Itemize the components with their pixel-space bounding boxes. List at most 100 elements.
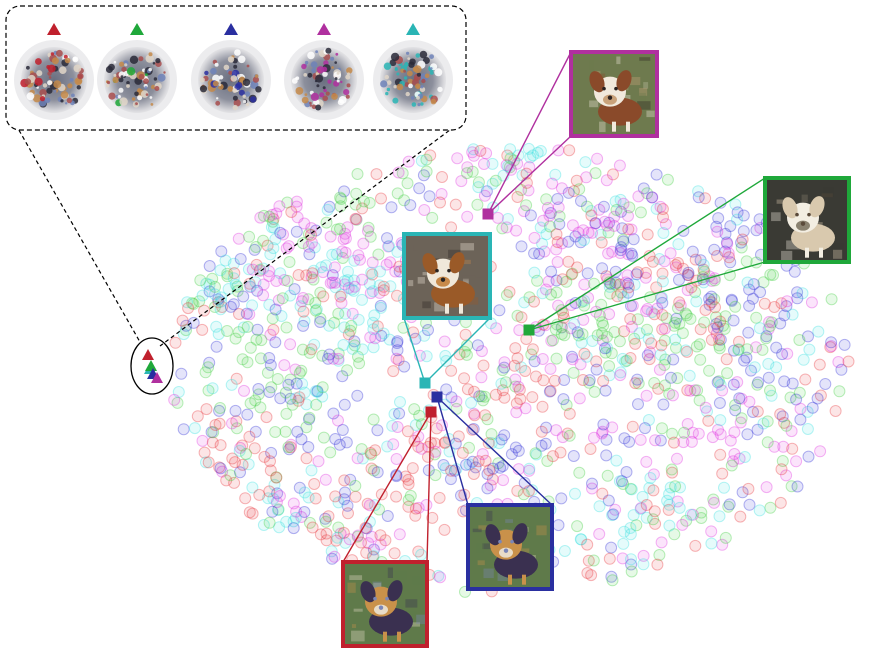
- embedding-point-red: [648, 505, 661, 518]
- embedding-point-magenta: [332, 414, 344, 427]
- sample-marker-cyan: [419, 377, 431, 389]
- embedding-point-magenta: [216, 465, 229, 478]
- embedding-point-blue: [750, 224, 763, 237]
- embedding-point-cyan: [522, 142, 535, 155]
- embedding-point-cyan: [770, 361, 783, 374]
- embedding-point-green: [396, 167, 409, 180]
- embedding-point-blue: [819, 378, 832, 390]
- embedding-point-green: [254, 352, 267, 365]
- embedding-point-red: [329, 490, 342, 503]
- embedding-point-blue: [323, 200, 336, 213]
- embedding-point-blue: [747, 406, 759, 418]
- embedding-point-cyan: [309, 385, 322, 398]
- embedding-point-green: [679, 307, 692, 320]
- embedding-point-blue: [776, 410, 789, 423]
- embedding-point-red: [236, 439, 249, 452]
- embedding-point-green: [658, 359, 671, 371]
- embedding-point-green: [334, 200, 347, 213]
- embedding-point-blue: [737, 225, 750, 238]
- embedding-point-green: [760, 332, 773, 345]
- embedding-point-green: [780, 419, 793, 432]
- embedding-point-red: [607, 168, 619, 181]
- embedding-point-cyan: [654, 348, 667, 361]
- papillon-dog-photo: [569, 50, 659, 138]
- embedding-point-cyan: [308, 338, 321, 351]
- embedding-point-green: [656, 422, 668, 435]
- embedding-point-blue: [175, 367, 188, 380]
- embedding-point-magenta: [234, 441, 247, 454]
- embedding-point-blue: [445, 391, 458, 404]
- embedding-point-magenta: [635, 502, 648, 514]
- embedding-point-red: [284, 441, 297, 454]
- embedding-point-green: [257, 209, 270, 222]
- embedding-point-blue: [788, 265, 801, 278]
- embedding-point-green: [224, 469, 237, 482]
- embedding-point-magenta: [659, 218, 672, 231]
- embedding-point-magenta: [478, 158, 490, 170]
- embedding-point-magenta: [232, 232, 245, 245]
- embedding-point-red: [243, 430, 256, 443]
- embedding-point-red: [334, 290, 347, 303]
- embedding-point-blue: [555, 492, 568, 505]
- embedding-point-red: [230, 415, 243, 428]
- embedding-point-blue: [551, 193, 564, 205]
- feature-visualization-cyan: [373, 40, 453, 120]
- embedding-point-blue: [618, 432, 631, 445]
- embedding-point-red: [191, 410, 204, 423]
- embedding-point-blue: [790, 393, 803, 406]
- embedding-point-red: [775, 297, 788, 310]
- embedding-point-magenta: [339, 232, 352, 245]
- embedding-point-red: [366, 268, 379, 281]
- embedding-point-red: [430, 422, 443, 435]
- embedding-point-red: [556, 273, 569, 286]
- embedding-point-magenta: [363, 499, 376, 512]
- embedding-point-cyan: [268, 478, 281, 491]
- embedding-point-cyan: [613, 475, 626, 488]
- embedding-point-blue: [205, 426, 218, 439]
- embedding-point-blue: [586, 477, 598, 490]
- embedding-point-cyan: [705, 537, 718, 550]
- embedding-point-magenta: [603, 308, 616, 321]
- embedding-point-green: [689, 286, 702, 299]
- embedding-point-cyan: [797, 353, 810, 366]
- embedding-point-blue: [760, 330, 773, 343]
- embedding-point-green: [546, 334, 559, 347]
- embedding-point-cyan: [298, 486, 311, 499]
- embedding-point-green: [725, 459, 738, 472]
- embedding-point-red: [624, 352, 637, 364]
- embedding-point-blue: [575, 195, 587, 207]
- embedding-point-blue: [838, 338, 851, 351]
- embedding-point-red: [705, 296, 718, 309]
- embedding-point-magenta: [536, 353, 549, 365]
- embedding-point-green: [334, 191, 347, 204]
- callout-frame-magenta: [569, 50, 659, 138]
- embedding-point-green: [272, 503, 285, 516]
- embedding-point-green: [606, 574, 619, 587]
- embedding-point-blue: [251, 284, 264, 297]
- embedding-point-red: [723, 251, 736, 264]
- embedding-point-red: [713, 333, 726, 346]
- callout-panels: [341, 50, 851, 648]
- embedding-point-magenta: [614, 369, 627, 382]
- embedding-point-cyan: [642, 332, 655, 345]
- embedding-point-cyan: [697, 258, 710, 271]
- embedding-point-cyan: [263, 298, 276, 311]
- embedding-point-blue: [596, 262, 609, 275]
- embedding-point-magenta: [390, 453, 403, 465]
- embedding-point-magenta: [374, 538, 387, 551]
- embedding-point-red: [422, 450, 434, 463]
- embedding-point-cyan: [661, 494, 674, 507]
- embedding-point-magenta: [639, 271, 652, 284]
- embedding-point-green: [404, 489, 417, 502]
- embedding-point-red: [565, 268, 578, 281]
- embedding-point-cyan: [374, 301, 387, 314]
- embedding-point-cyan: [331, 531, 344, 544]
- embedding-point-red: [445, 221, 458, 234]
- embedding-point-blue: [733, 392, 746, 405]
- embedding-point-green: [492, 457, 505, 470]
- embedding-point-green: [560, 275, 573, 288]
- embedding-point-cyan: [298, 386, 311, 399]
- embedding-point-red: [452, 430, 465, 443]
- embedding-point-cyan: [467, 143, 480, 156]
- embedding-point-magenta: [760, 481, 773, 494]
